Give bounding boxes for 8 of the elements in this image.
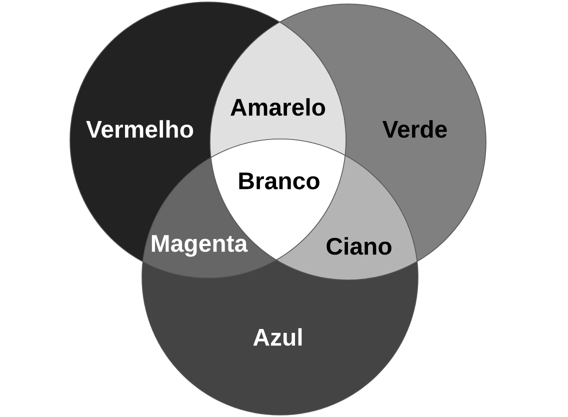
region-label: Verde <box>382 120 447 138</box>
circle-outline <box>142 138 418 416</box>
region-label: Amarelo <box>230 98 326 116</box>
region-label: Azul <box>253 328 302 346</box>
region-label: Magenta <box>152 235 248 257</box>
region-label: Branco <box>239 172 320 190</box>
region-label: Ciano <box>326 237 392 255</box>
region-label: Vermelho <box>86 120 194 138</box>
